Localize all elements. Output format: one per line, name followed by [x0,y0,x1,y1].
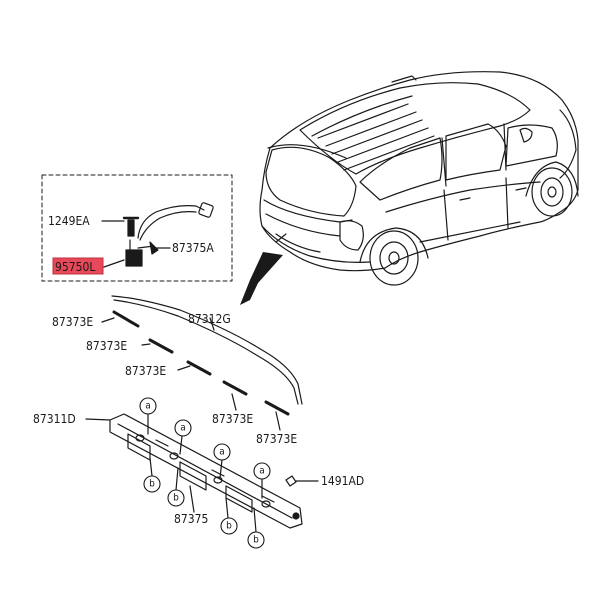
detail-box [41,174,233,282]
callout-a-4-label: a [259,466,265,477]
fastener-1491AD [285,475,297,487]
callout-b-2 [167,489,185,507]
callout-a-1-label: a [145,401,151,412]
part-highlight-95750L [52,257,104,275]
label-87375: 87375 [174,512,208,526]
callout-a-3 [213,443,231,461]
label-1491AD: 1491AD [321,474,364,488]
callout-a-4 [253,462,271,480]
callout-b-1 [143,475,161,493]
label-87373E-2: 87373E [86,339,127,353]
callout-b-4 [247,531,265,549]
vehicle-illustration [259,71,579,286]
label-1249EA: 1249EA [48,214,90,228]
callout-b-3-label: b [226,521,232,532]
label-87312G: 87312G [188,312,231,326]
pointer-arrow [240,252,283,305]
callout-a-1 [139,397,157,415]
label-87373E-3: 87373E [125,364,166,378]
callout-b-3 [220,517,238,535]
callout-a-2 [174,419,192,437]
label-87373E-4: 87373E [212,412,253,426]
callout-b-1-label: b [149,479,155,490]
label-87311D: 87311D [33,412,76,426]
label-87373E-1: 87373E [52,315,93,329]
callout-b-2-label: b [173,493,179,504]
callout-a-2-label: a [180,423,186,434]
callout-b-4-label: b [253,535,259,546]
callout-a-3-label: a [219,447,225,458]
molding-strip-87312G [111,295,303,416]
label-87373E-5: 87373E [256,432,297,446]
label-95750L: 95750L [55,260,95,274]
camera-harness [122,202,214,267]
label-87375A: 87375A [172,241,214,255]
